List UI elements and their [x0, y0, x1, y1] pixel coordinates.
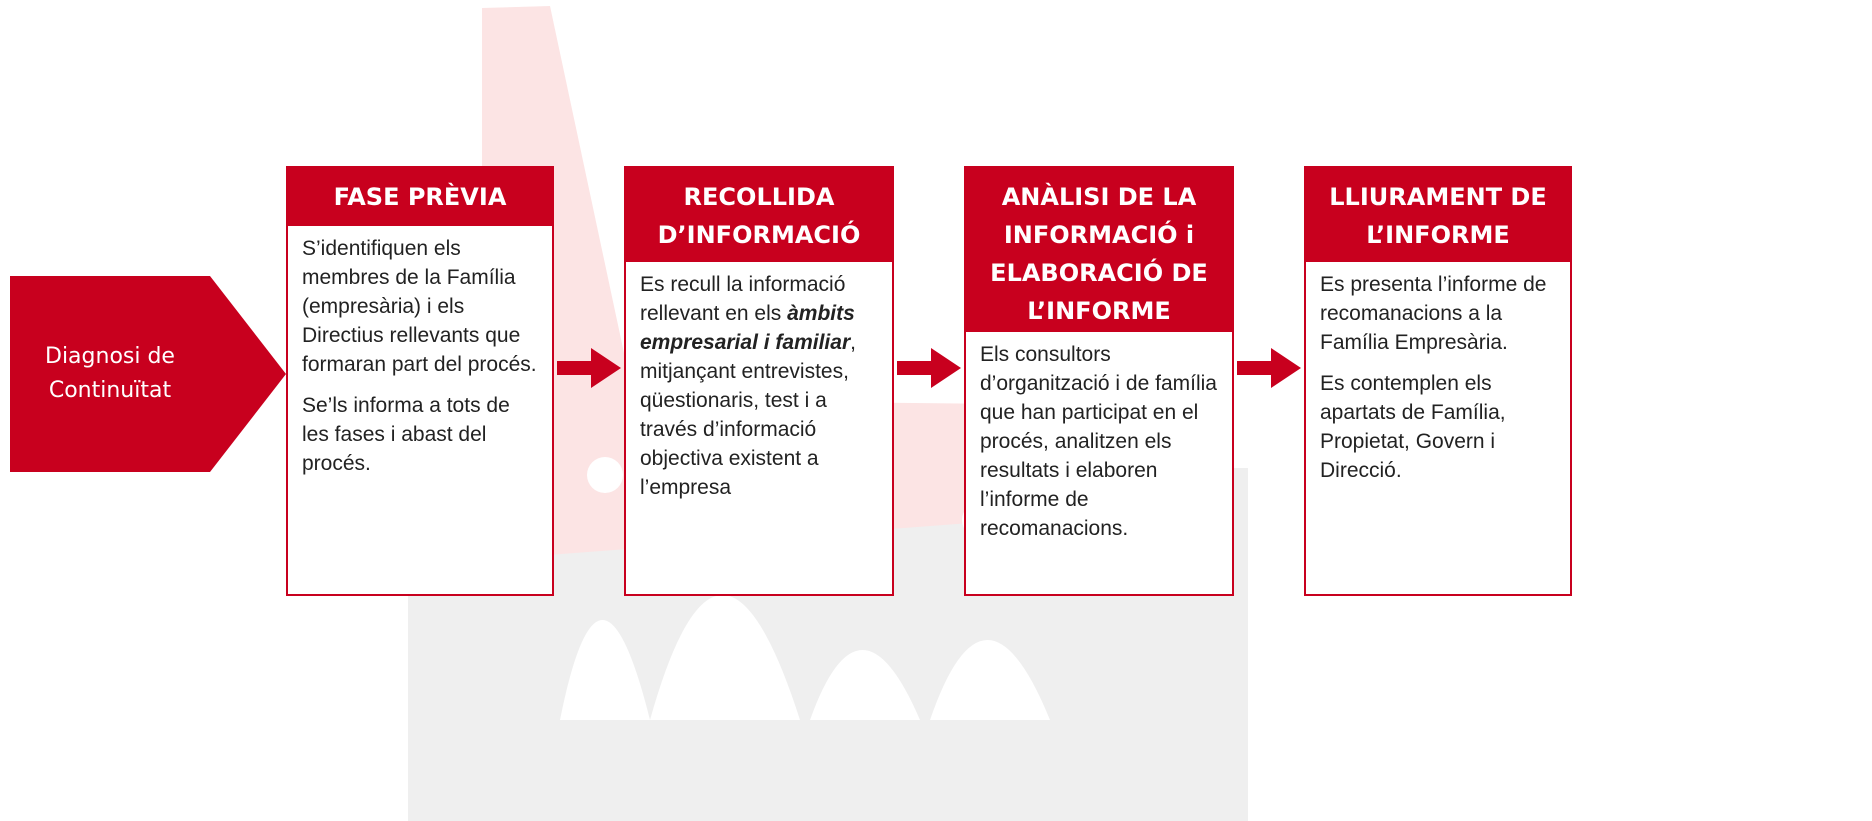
- phase-body: S’identifiquen els membres de la Família…: [288, 226, 552, 478]
- phase-body: Els consultors d’organització i de famíl…: [966, 332, 1232, 543]
- phase-paragraph: Es presenta l’informe de recomanacions a…: [1320, 273, 1547, 354]
- phase-paragraph: Els consultors d’organització i de famíl…: [980, 343, 1217, 540]
- phase-paragraph: Es contemplen els apartats de Família, P…: [1320, 372, 1506, 482]
- phase-title: LLIURAMENT DE L’INFORME: [1306, 168, 1570, 262]
- start-label: Diagnosi de Continuïtat: [45, 344, 175, 403]
- phase-paragraph: S’identifiquen els membres de la Família…: [302, 237, 537, 376]
- body-text: Es recull la informació rellevant en els: [640, 273, 846, 325]
- phase-body: Es recull la informació rellevant en els…: [626, 262, 892, 502]
- phase-title: RECOLLIDA D’INFORMACIÓ: [626, 168, 892, 262]
- arrow-right-icon: [897, 348, 961, 388]
- emphasis-text: àmbits empresarial i familiar: [640, 302, 855, 354]
- phase-paragraph: Se’ls informa a tots de les fases i abas…: [302, 394, 510, 475]
- background-figures: [560, 400, 1050, 720]
- phase-card-lliurament-informe: LLIURAMENT DE L’INFORME Es presenta l’in…: [1304, 166, 1572, 596]
- phase-title: ANÀLISI DE LA INFORMACIÓ i ELABORACIÓ DE…: [966, 168, 1232, 332]
- phase-title: FASE PRÈVIA: [288, 168, 552, 226]
- body-text: , mitjançant entrevistes, qüestionaris, …: [640, 331, 856, 499]
- phase-body: Es presenta l’informe de recomanacions a…: [1306, 262, 1570, 485]
- phase-card-fase-previa: FASE PRÈVIA S’identifiquen els membres d…: [286, 166, 554, 596]
- phase-card-recollida-informacio: RECOLLIDA D’INFORMACIÓ Es recull la info…: [624, 166, 894, 596]
- phase-paragraph: Es recull la informació rellevant en els…: [640, 270, 878, 502]
- arrow-right-icon: [557, 348, 621, 388]
- phase-card-analisi-informacio: ANÀLISI DE LA INFORMACIÓ i ELABORACIÓ DE…: [964, 166, 1234, 596]
- arrow-right-icon: [1237, 348, 1301, 388]
